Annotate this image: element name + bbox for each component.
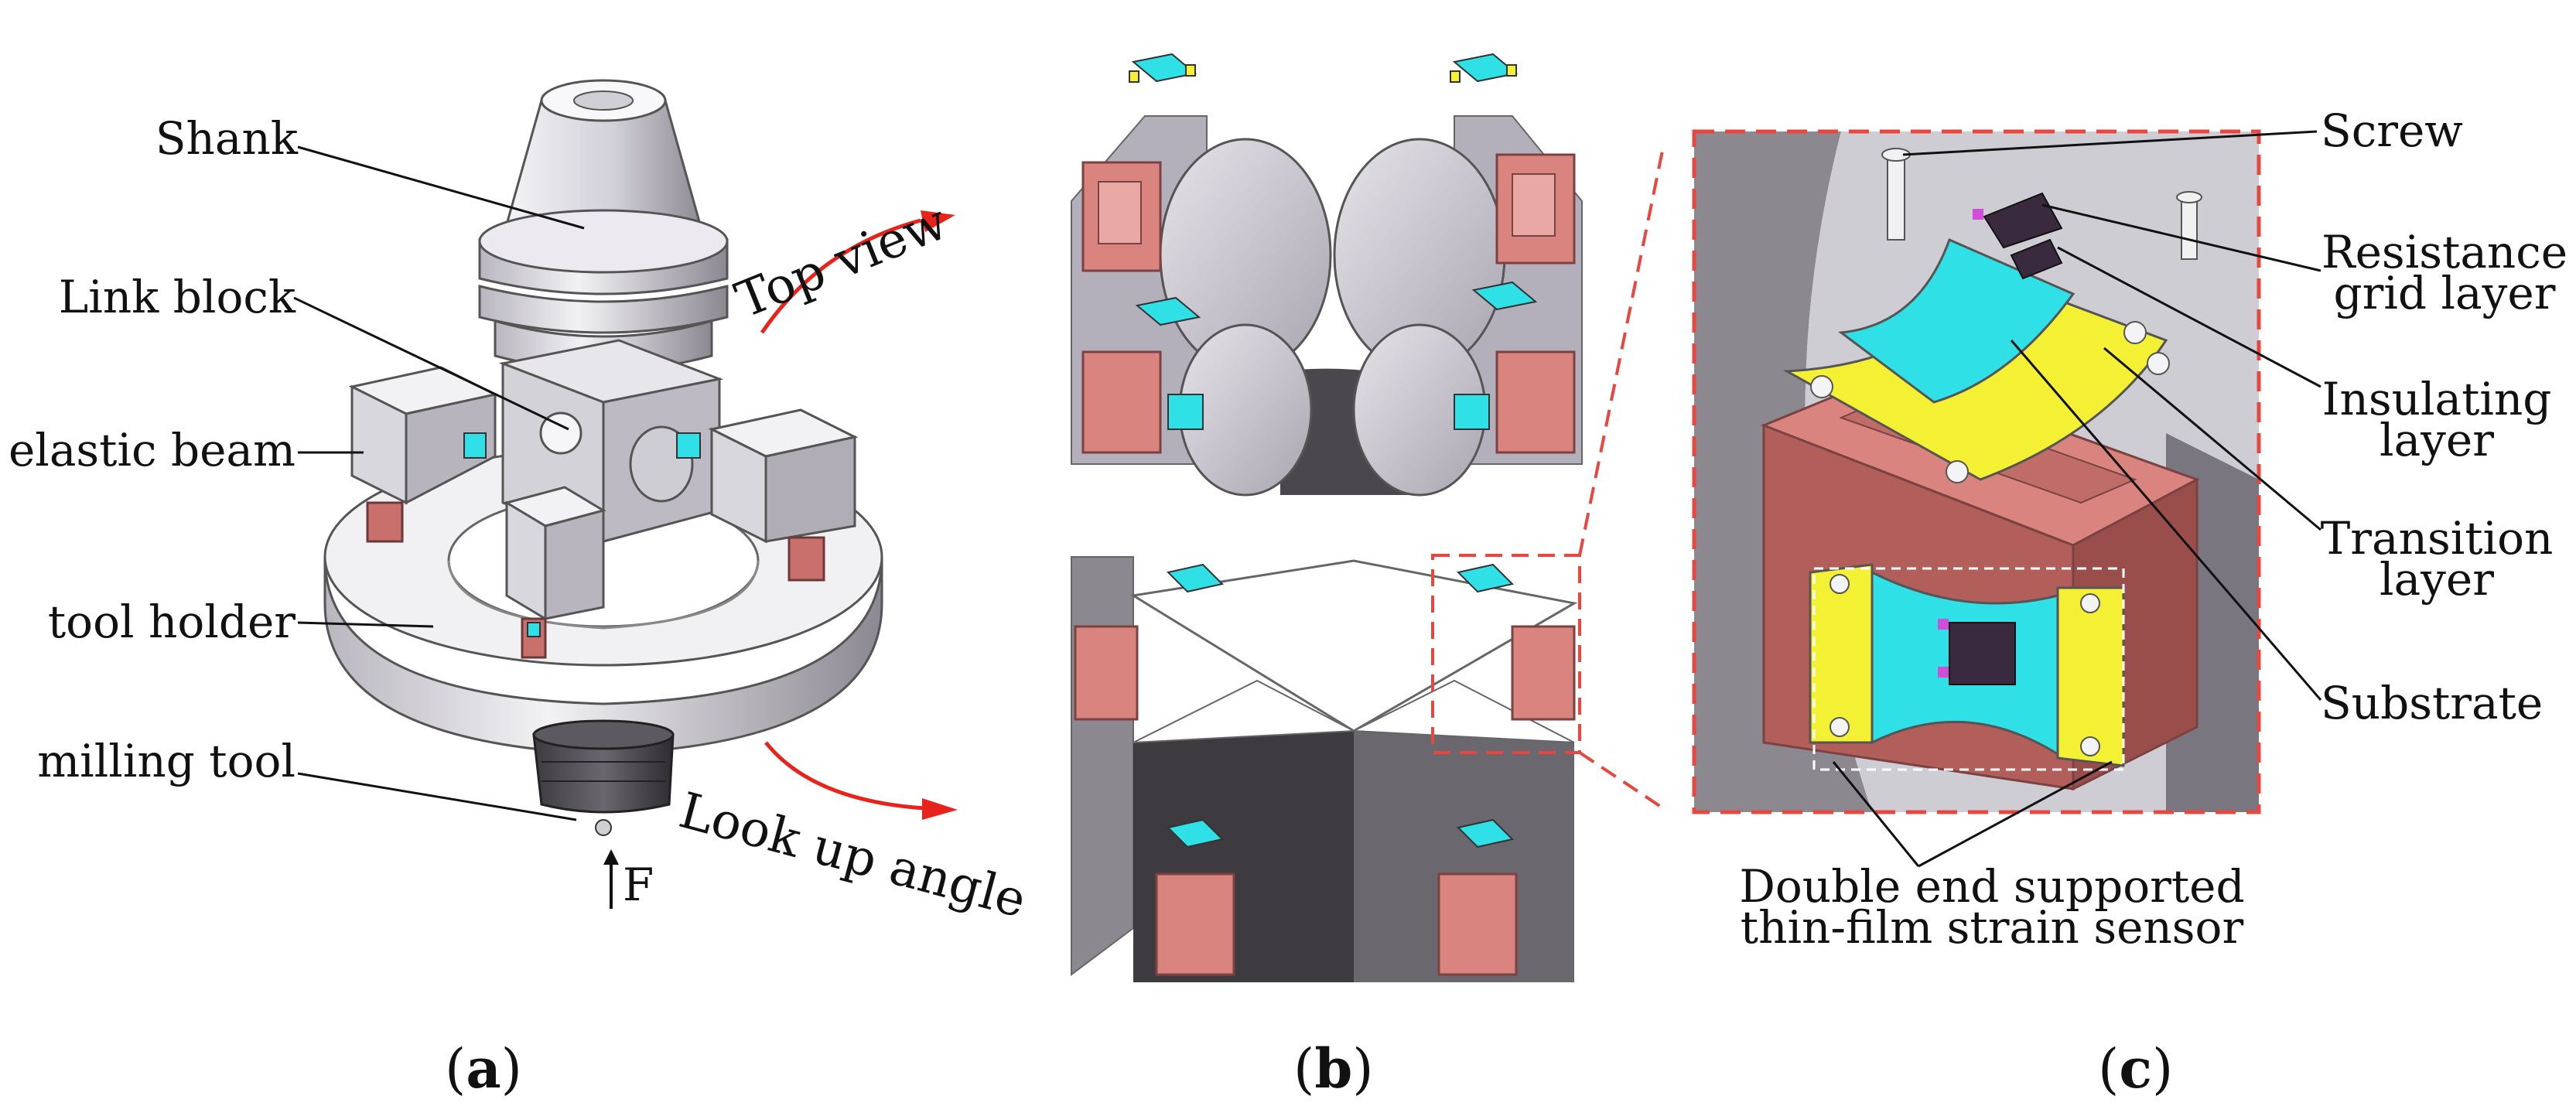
elastic-beam-right: [676, 408, 859, 582]
transition-layer-label: Transition layer: [2320, 512, 2554, 606]
panel-a-drawing: [293, 79, 958, 909]
top-view-arrow: [760, 218, 921, 334]
zoom-connectors: [1578, 146, 1665, 810]
look-up-arrowhead: [922, 798, 958, 820]
milling-tool-body: [532, 719, 675, 836]
panel-b-look-up-view: [1071, 554, 1581, 982]
panel-b-highlight-box: [1431, 554, 1581, 754]
panel-c-leaders: [1832, 130, 2322, 868]
elastic-beam-front: [504, 486, 606, 659]
panel-b-top-view: [1071, 31, 1583, 497]
insulating-layer-label: Insulating layer: [2321, 373, 2552, 467]
link-block-label: Link block: [58, 271, 296, 323]
elastic-beam-left: [348, 366, 499, 543]
look-up-arrow: [764, 741, 925, 811]
caption-c: (c): [2098, 1036, 2174, 1101]
tool-holder-label: tool holder: [47, 596, 296, 648]
resistance-grid-layer-label: Resistance grid layer: [2321, 226, 2568, 320]
caption-b: (b): [1293, 1036, 1374, 1101]
force-arrow: [603, 849, 619, 909]
caption-a: (a): [445, 1036, 522, 1101]
sensor-label: Double end supported thin-film strain se…: [1739, 860, 2245, 954]
shank-cone: [478, 79, 729, 372]
panel-a-leaders: [293, 145, 585, 821]
elastic-beam-label: elastic beam: [8, 424, 296, 476]
screw-label: Screw: [2321, 104, 2463, 157]
milling-tool-label: milling tool: [37, 735, 296, 787]
panel-b-drawing: [1071, 31, 1665, 982]
shank-label: Shank: [155, 112, 298, 165]
force-label: F: [623, 859, 654, 911]
panel-c-frame: [1692, 129, 2261, 814]
substrate-label: Substrate: [2321, 677, 2544, 729]
panel-c-drawing: [1692, 129, 2322, 868]
top-view-arrowhead: [921, 210, 955, 232]
